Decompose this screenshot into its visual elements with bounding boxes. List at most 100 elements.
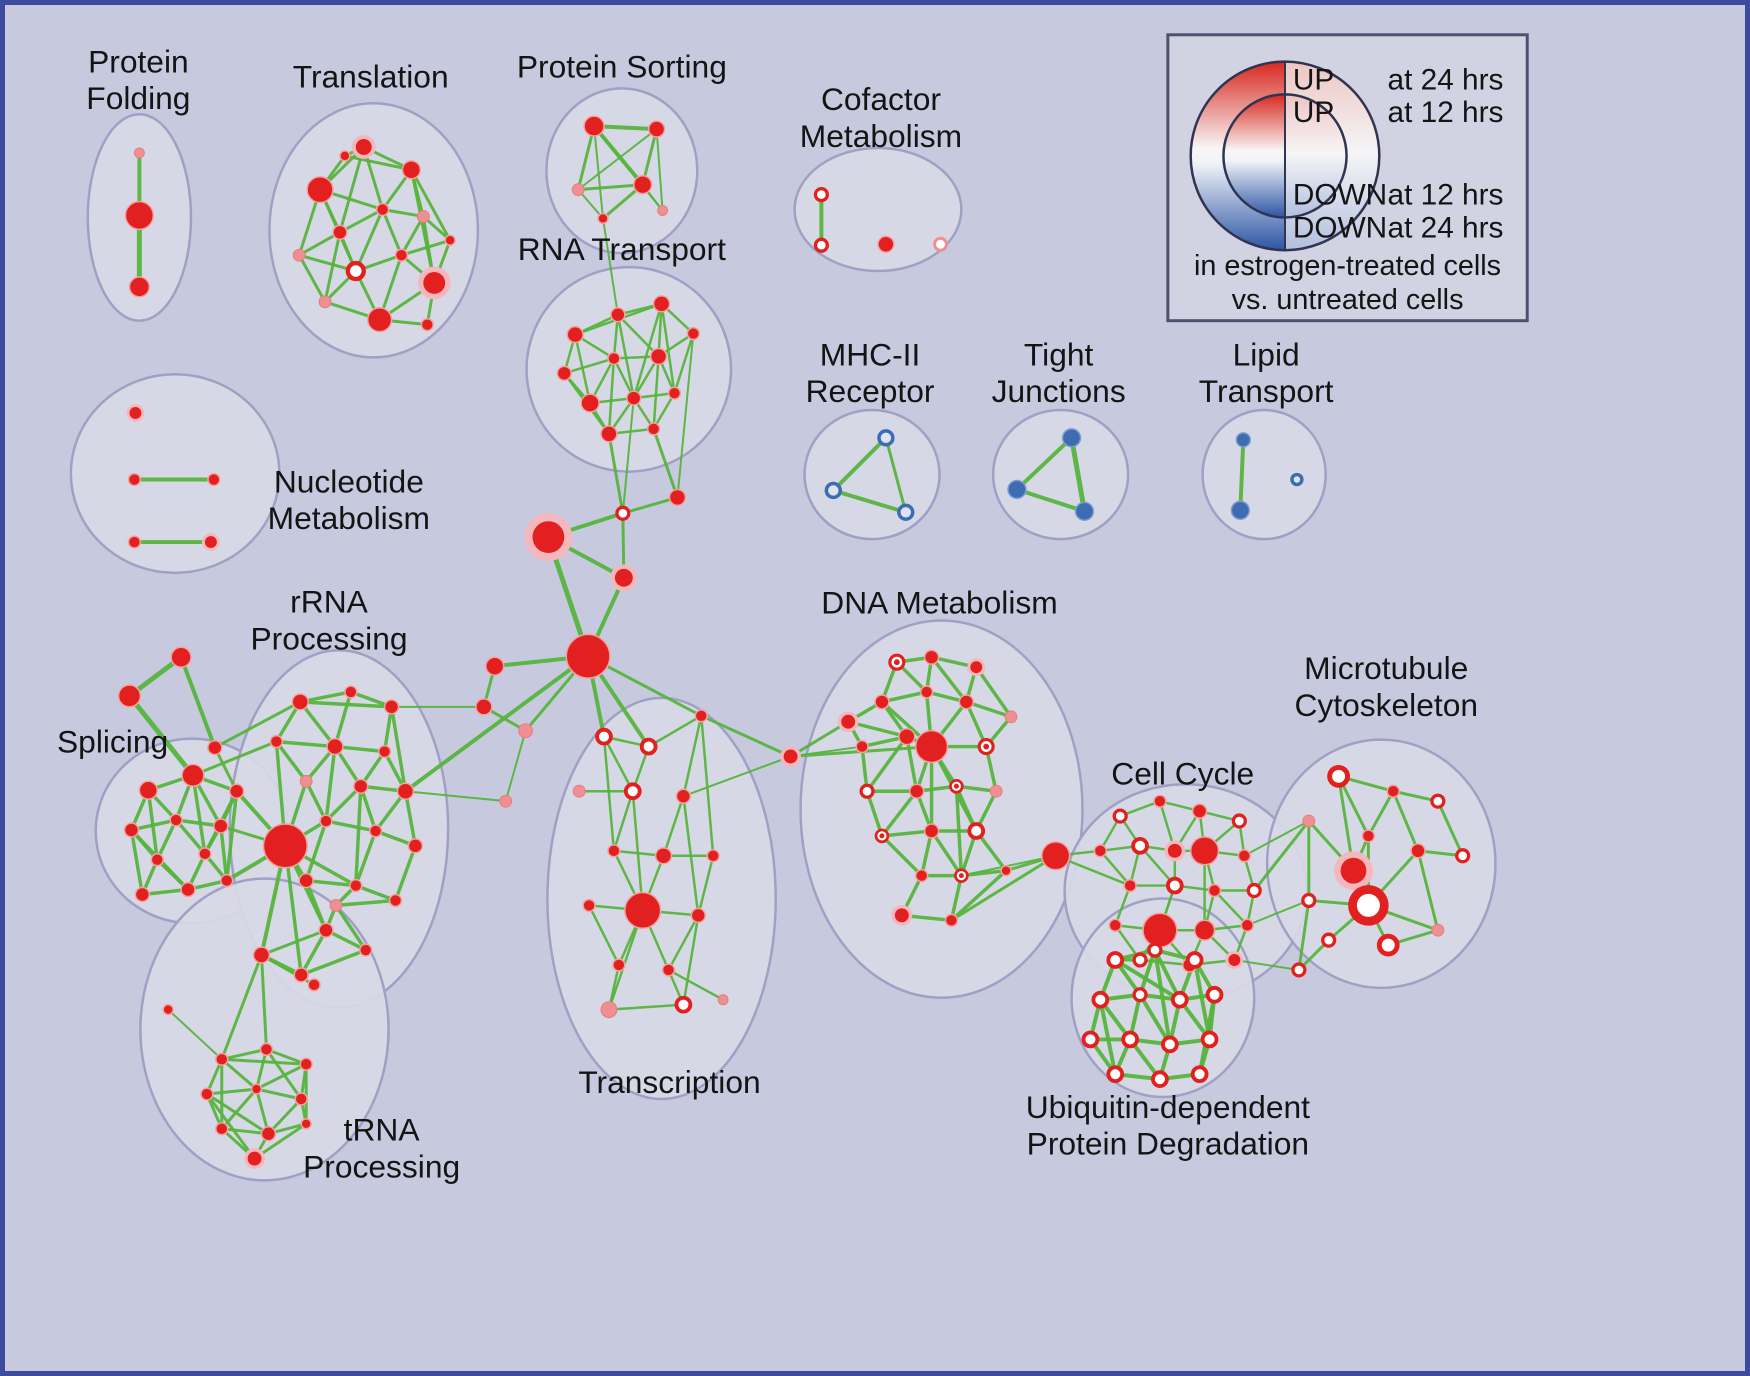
edge bbox=[929, 829, 964, 878]
legend-direction-label: DOWN bbox=[1293, 211, 1387, 244]
gene-node bbox=[1376, 933, 1400, 957]
gene-node bbox=[652, 295, 671, 313]
gene-node bbox=[377, 744, 392, 759]
gene-node bbox=[607, 844, 621, 858]
gene-node bbox=[1093, 844, 1108, 858]
edge bbox=[220, 1057, 259, 1091]
cluster-label-splicing: Splicing bbox=[57, 724, 168, 760]
edge bbox=[359, 784, 378, 833]
gene-node bbox=[318, 922, 334, 938]
edge bbox=[409, 168, 452, 242]
gene-node bbox=[1228, 954, 1241, 966]
gene-node bbox=[914, 868, 929, 883]
gene-node bbox=[344, 685, 358, 699]
edge bbox=[403, 654, 591, 794]
gene-node bbox=[989, 784, 1003, 798]
gene-node bbox=[349, 878, 363, 893]
cluster-label-dna: DNA Metabolism bbox=[821, 585, 1057, 621]
gene-node bbox=[813, 237, 829, 253]
edge bbox=[1243, 820, 1310, 857]
edge bbox=[632, 302, 663, 400]
gene-node bbox=[1410, 843, 1426, 859]
legend-time-label: at 24 hrs bbox=[1388, 211, 1504, 244]
edge bbox=[789, 720, 850, 758]
edge bbox=[403, 789, 418, 848]
gene-node bbox=[306, 175, 334, 204]
gene-node bbox=[475, 698, 493, 716]
gene-node bbox=[291, 693, 309, 711]
gene-node bbox=[180, 881, 196, 898]
gene-node bbox=[893, 659, 900, 666]
gene-node bbox=[353, 778, 369, 794]
edge bbox=[324, 819, 378, 833]
edge bbox=[323, 230, 342, 304]
edge bbox=[1436, 799, 1465, 858]
edge bbox=[354, 829, 378, 888]
gene-node bbox=[318, 295, 332, 309]
edge bbox=[667, 968, 725, 1001]
gene-node bbox=[162, 1003, 174, 1016]
gene-node bbox=[1112, 808, 1128, 824]
edge bbox=[1152, 948, 1182, 1002]
edge bbox=[682, 914, 700, 1006]
gene-node bbox=[556, 365, 572, 381]
edge bbox=[682, 714, 703, 798]
edge bbox=[205, 1092, 257, 1161]
gene-node bbox=[694, 709, 708, 723]
edge bbox=[616, 313, 636, 400]
gene-node bbox=[877, 429, 895, 447]
edge bbox=[338, 208, 385, 234]
gene-node bbox=[958, 873, 964, 879]
gene-node bbox=[1455, 848, 1471, 864]
gene-node bbox=[1200, 1030, 1219, 1049]
edge bbox=[155, 818, 178, 862]
edge bbox=[334, 903, 368, 952]
edge bbox=[191, 773, 207, 856]
edge bbox=[949, 868, 1008, 923]
gene-node bbox=[572, 784, 586, 798]
edge bbox=[220, 953, 263, 1061]
edge bbox=[657, 302, 663, 358]
gene-node bbox=[299, 1057, 313, 1071]
edge bbox=[1252, 819, 1311, 893]
gene-node bbox=[407, 838, 424, 854]
gene-node bbox=[181, 763, 205, 788]
gene-node bbox=[944, 913, 959, 928]
gene-node bbox=[262, 823, 308, 869]
edge bbox=[1014, 435, 1074, 492]
gene-node bbox=[614, 568, 633, 587]
gene-node bbox=[1230, 500, 1251, 520]
gene-node bbox=[1386, 784, 1400, 798]
edge bbox=[129, 828, 145, 897]
gene-node bbox=[124, 200, 155, 231]
legend-ring-12h-left bbox=[1223, 94, 1285, 218]
edge bbox=[587, 904, 621, 967]
gene-node bbox=[332, 224, 348, 241]
gene-node bbox=[133, 147, 145, 159]
cluster-label-transcription: Transcription bbox=[578, 1064, 760, 1100]
gene-node bbox=[1165, 876, 1184, 895]
gene-node bbox=[127, 472, 142, 487]
edge bbox=[260, 953, 268, 1051]
gene-node bbox=[394, 248, 409, 262]
edge bbox=[905, 734, 919, 793]
edge bbox=[354, 208, 385, 273]
gene-node bbox=[914, 729, 949, 764]
gene-node bbox=[345, 260, 366, 282]
edge bbox=[255, 1087, 270, 1136]
gene-node bbox=[213, 818, 229, 834]
gene-node bbox=[953, 783, 959, 789]
gene-node bbox=[215, 1122, 229, 1136]
gene-node bbox=[595, 727, 613, 746]
gene-node bbox=[1170, 990, 1189, 1009]
edge bbox=[225, 789, 239, 883]
edge bbox=[1238, 437, 1246, 513]
edge bbox=[174, 818, 207, 856]
edge bbox=[607, 357, 616, 436]
cluster-ellipse-lipid bbox=[1201, 408, 1327, 541]
gene-node bbox=[626, 390, 642, 406]
